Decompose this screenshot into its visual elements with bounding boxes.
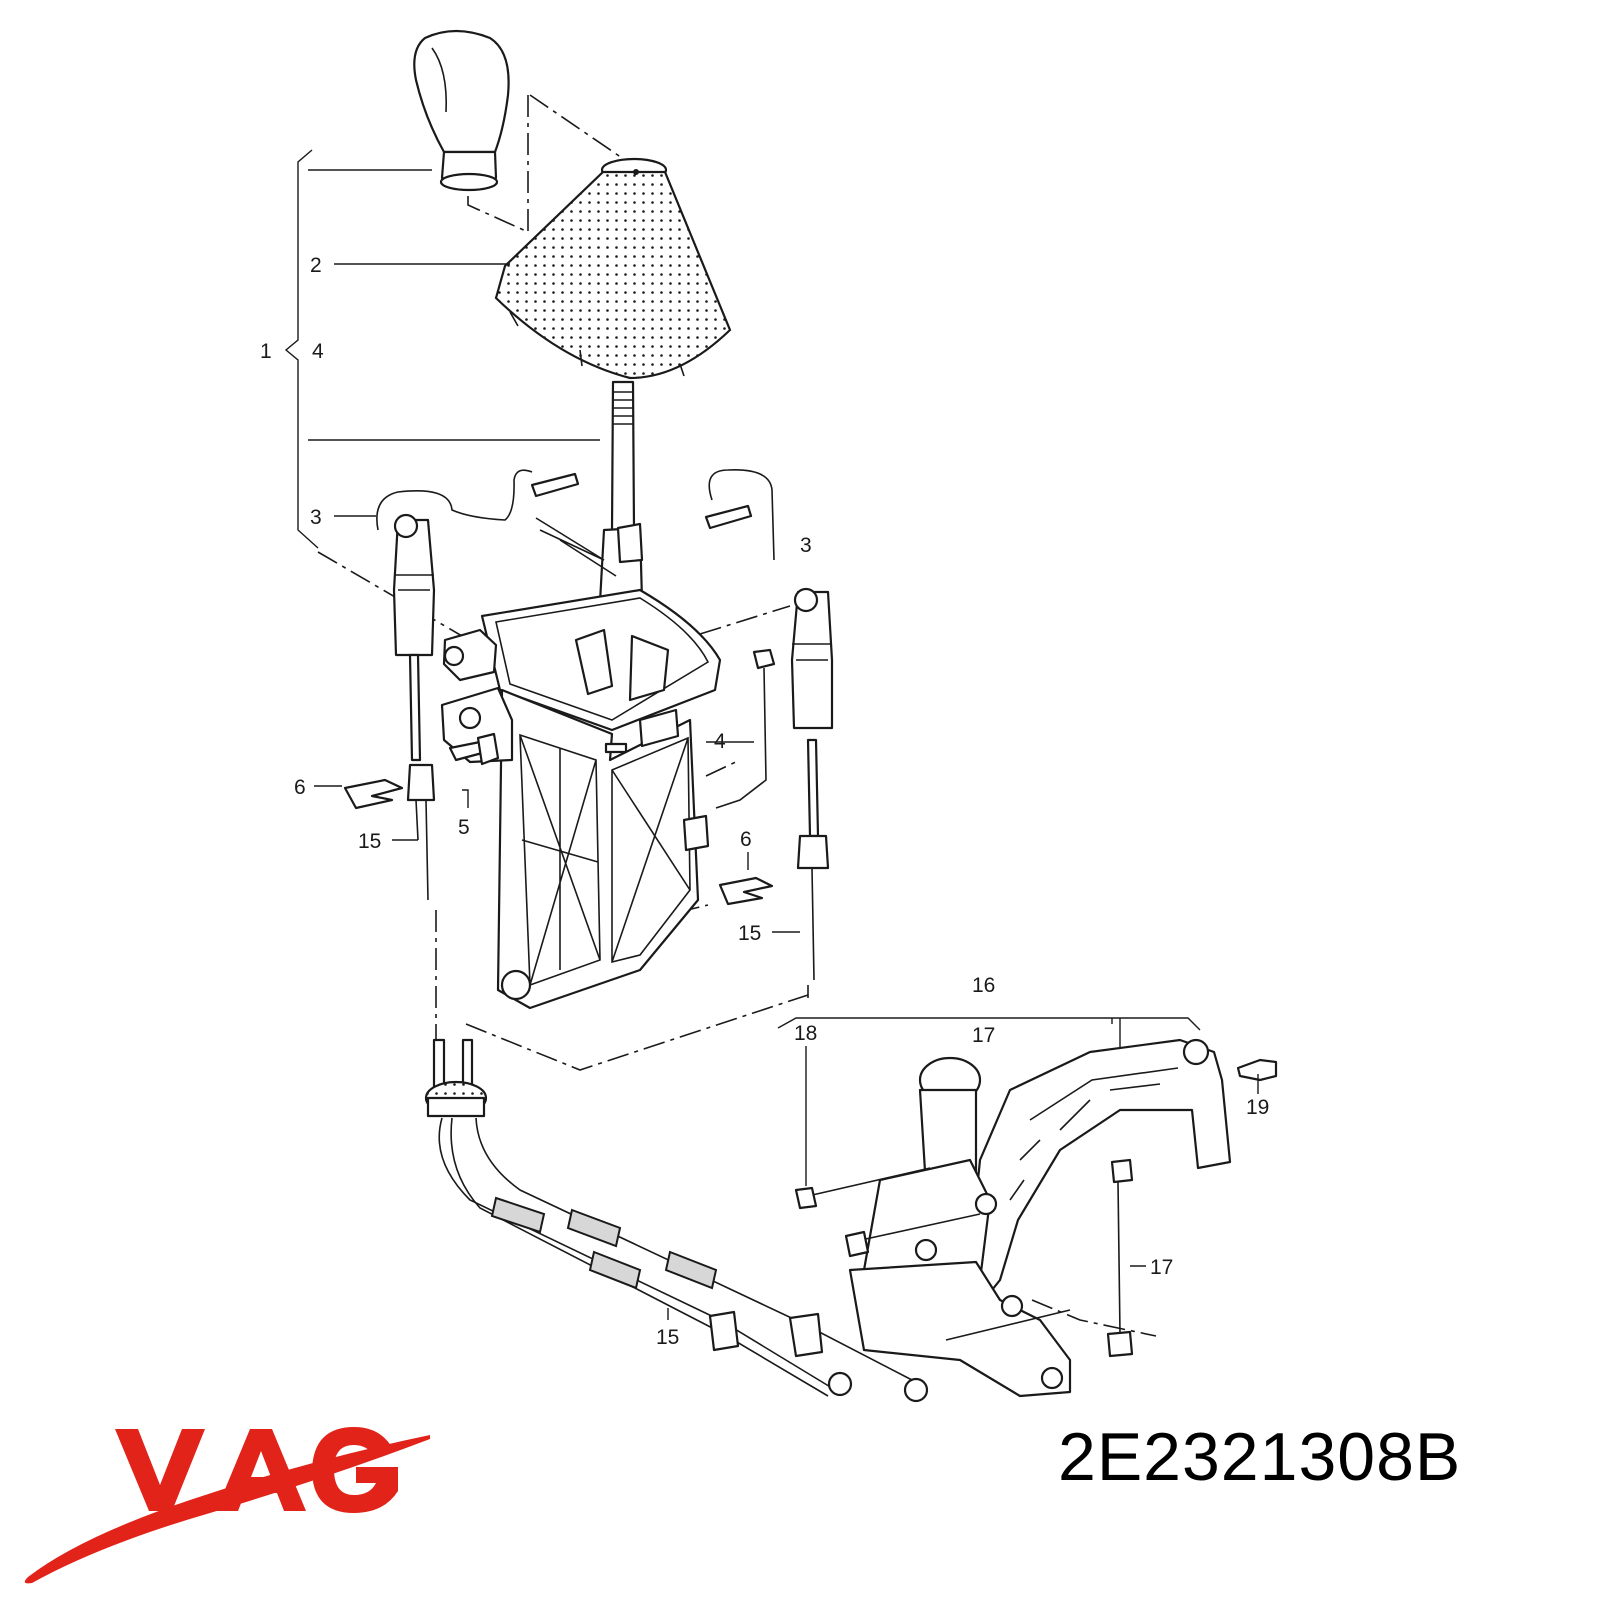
vag-logo [24, 1427, 431, 1584]
selector-cable-end-left [376, 469, 533, 762]
callout-17-upper: 17 [972, 1024, 995, 1047]
callout-6-left: 6 [294, 776, 306, 799]
clip-right [718, 876, 774, 906]
knob-guide-lines [467, 94, 626, 233]
callout-1: 1 [260, 340, 272, 363]
selector-cable-end-right [708, 469, 834, 981]
part-number: 2E2321308B [1058, 1419, 1462, 1495]
shifter-housing [440, 588, 722, 1010]
pin-left [530, 472, 580, 498]
callout-4-sensor: 4 [714, 730, 726, 753]
callout-3-right: 3 [800, 534, 812, 557]
callout-6-right: 6 [740, 828, 752, 851]
gear-lever [598, 380, 644, 604]
mount-guide-lines [317, 551, 791, 931]
callout-3-left: 3 [310, 506, 322, 529]
callout-5: 5 [458, 816, 470, 839]
lever-wedge [535, 517, 617, 577]
callout-2: 2 [310, 254, 322, 277]
shift-boot [494, 157, 732, 380]
callout-19: 19 [1246, 1096, 1269, 1119]
group-bracket [284, 149, 600, 549]
callout-leaders [314, 263, 1259, 1320]
callout-15-right: 15 [738, 922, 761, 945]
gear-knob [413, 29, 510, 192]
logo-letters [115, 1427, 398, 1513]
pin-right [704, 504, 753, 530]
callout-15-left: 15 [358, 830, 381, 853]
sensor-connector [682, 648, 776, 852]
callout-4-bracket: 4 [312, 340, 324, 363]
bolt [448, 732, 500, 766]
callout-numbers: 1 2 3 3 4 4 5 6 6 15 15 15 16 17 17 18 1… [260, 254, 1269, 1349]
callout-16: 16 [972, 974, 995, 997]
clip-left [343, 778, 404, 810]
callout-17-right: 17 [1150, 1256, 1173, 1279]
shift-cable-left [406, 763, 436, 901]
callout-18: 18 [794, 1022, 817, 1045]
gearbox-shift-mechanism [777, 1017, 1278, 1398]
shift-cable-assembly [424, 910, 929, 1403]
callout-15-lower: 15 [656, 1326, 679, 1349]
